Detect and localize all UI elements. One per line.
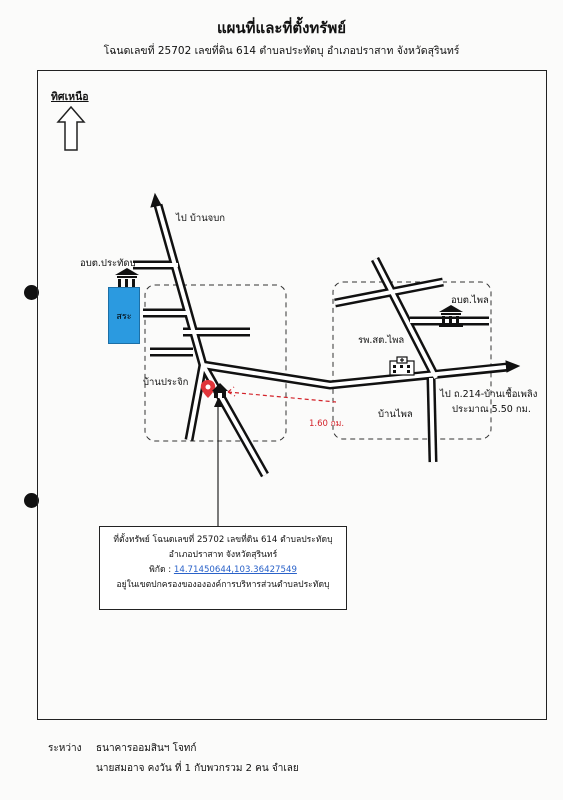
punch-hole [24, 285, 39, 300]
page-title: แผนที่และที่ตั้งทรัพย์ [216, 19, 347, 37]
info-coordinates: พิกัด : 14.71450644,103.36427549 [100, 563, 346, 578]
government-building-icon [439, 305, 463, 327]
property-info-box: ที่ตั้งทรัพย์ โฉนดเลขที่ 25702 เลขที่ดิน… [99, 526, 347, 610]
house-icon [212, 383, 228, 398]
map-frame [37, 70, 547, 720]
north-arrow-icon [56, 105, 86, 151]
label-to-route-214: ไป ถ.214-บ้านเชื้อเพลิง [440, 389, 538, 400]
label-hospital: รพ.สต.ไพล [358, 335, 405, 346]
pointer-arrow-icon [214, 398, 222, 407]
page-subtitle: โฉนดเลขที่ 25702 เลขที่ดิน 614 ตำบลประทั… [103, 45, 460, 57]
label-distance: 1.60 กม. [309, 419, 345, 429]
arrow-north-icon [150, 192, 162, 208]
label-obt-pratatbu: อบต.ประทัดบุ [80, 258, 136, 269]
label-ban-pratchik: บ้านประจิก [143, 377, 189, 388]
location-pin-icon [200, 380, 216, 398]
hospital-icon [389, 356, 415, 376]
info-line-4: อยู่ในเขตปกครองของององค์การบริหารส่วนตำบ… [116, 580, 330, 590]
pond-label: สระ [116, 312, 132, 322]
coord-label: พิกัด : [149, 565, 172, 575]
label-ban-phlai: บ้านไพล [378, 409, 413, 420]
info-line-2: อำเภอปราสาท จังหวัดสุรินทร์ [168, 550, 278, 560]
label-to-ban-chob: ไป บ้านจบก [176, 213, 226, 224]
footer-defendant: นายสมอาจ คงวัน ที่ 1 กับพวกรวม 2 คน จำเล… [96, 763, 299, 774]
pond: สระ [108, 287, 140, 344]
distance-line [227, 386, 337, 403]
label-approx-distance: ประมาณ 5.50 กม. [452, 404, 531, 415]
label-obt-phlai: อบต.ไพล [451, 295, 489, 306]
punch-hole [24, 493, 39, 508]
coord-link[interactable]: 14.71450644,103.36427549 [173, 565, 297, 575]
arrow-east-icon [505, 360, 521, 373]
info-line-1: ที่ตั้งทรัพย์ โฉนดเลขที่ 25702 เลขที่ดิน… [113, 535, 333, 545]
footer-between-label: ระหว่าง [48, 743, 82, 754]
roads [133, 192, 521, 478]
footer-bank: ธนาคารออมสินฯ โจทก์ [96, 743, 197, 754]
north-label: ทิศเหนือ [51, 91, 89, 103]
